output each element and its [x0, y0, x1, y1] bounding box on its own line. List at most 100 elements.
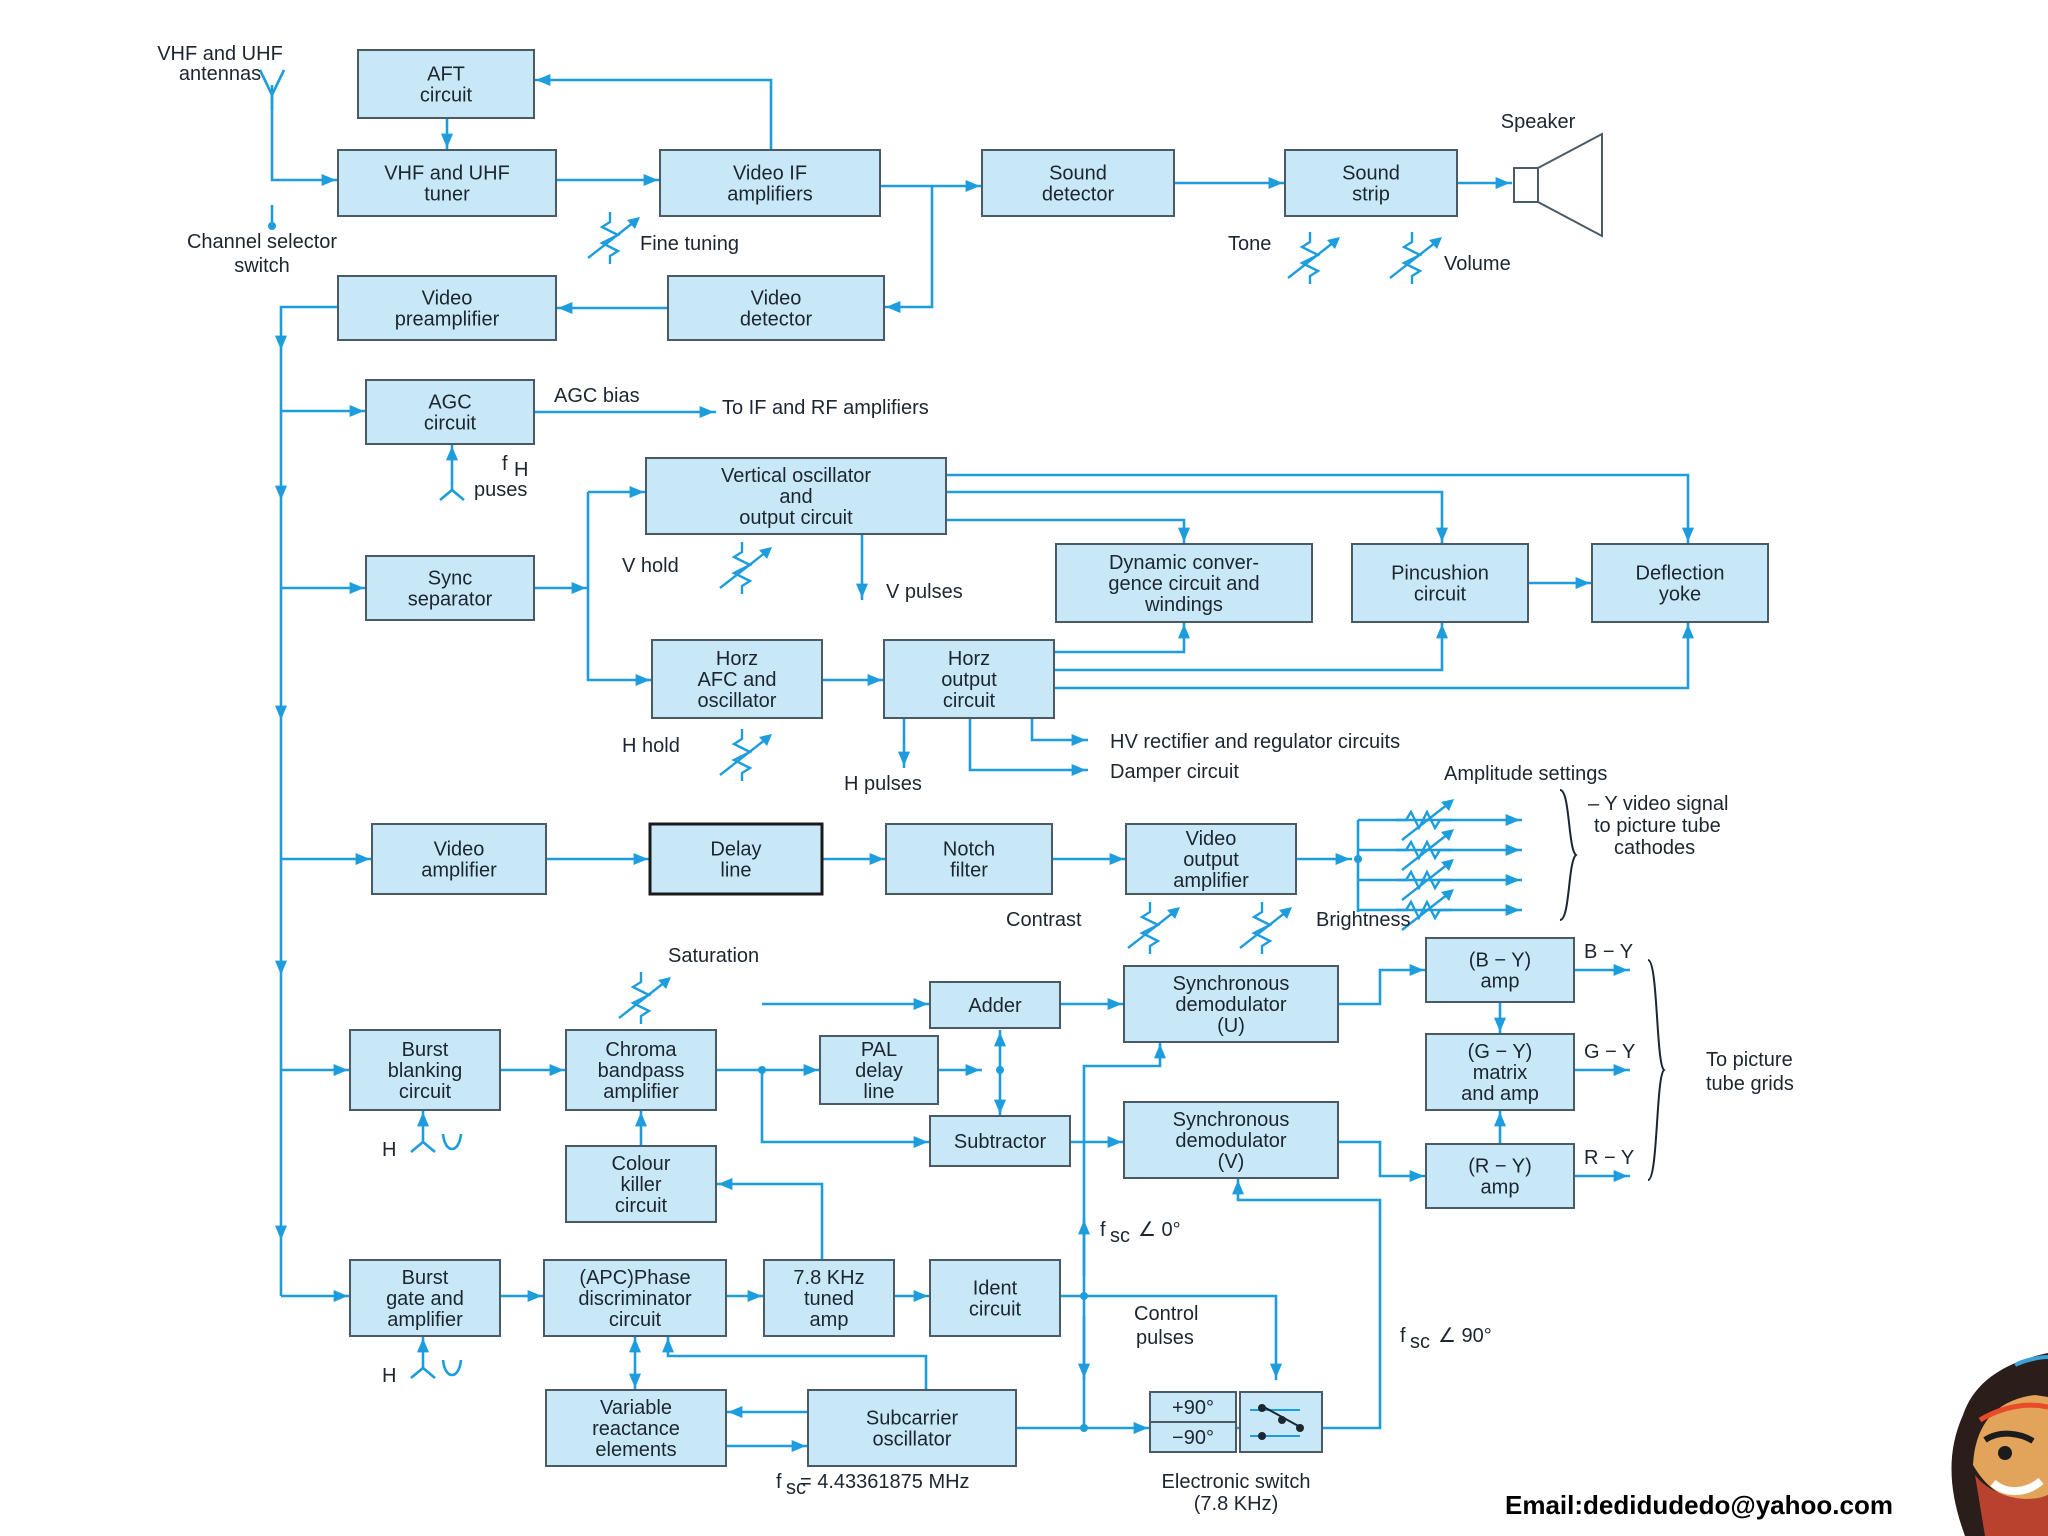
- signal-arrow: [1505, 904, 1520, 916]
- block-label: amplifier: [387, 1309, 463, 1331]
- signal-arrow: [1409, 1170, 1424, 1182]
- junction-dot: [1354, 855, 1362, 863]
- signal-arrow: [965, 180, 980, 192]
- signal-wire: [586, 492, 652, 682]
- block-label: gate and: [386, 1288, 464, 1310]
- signal-arrow: [1494, 1017, 1506, 1032]
- block-label: killer: [620, 1174, 661, 1196]
- label-fsc90_sub: sc: [1410, 1331, 1430, 1353]
- label-to_grids-1: tube grids: [1706, 1073, 1794, 1095]
- block-label: circuit: [943, 690, 996, 712]
- signal-arrow: [869, 853, 884, 865]
- signal-arrow: [1613, 1170, 1628, 1182]
- block-label: circuit: [615, 1195, 668, 1217]
- signal-arrow: [275, 1225, 287, 1240]
- label-h_hold: H hold: [622, 735, 680, 757]
- block-label: AFC and: [698, 669, 777, 691]
- block-label: bandpass: [598, 1060, 685, 1082]
- contrast-pot: [1127, 902, 1180, 954]
- label-v_hold: V hold: [622, 555, 679, 577]
- signal-arrow: [629, 1373, 641, 1388]
- signal-wire: [1054, 622, 1444, 672]
- signal-arrow: [558, 302, 573, 314]
- label-h_pulses: H pulses: [844, 773, 922, 795]
- electronic-switch: [1239, 1391, 1323, 1453]
- signal-wire: [968, 718, 1088, 772]
- signal-arrow: [791, 1440, 806, 1452]
- block-label: detector: [740, 309, 813, 331]
- block-label: Adder: [968, 995, 1022, 1017]
- signal-wire: [666, 1336, 928, 1390]
- signal-arrow: [275, 960, 287, 975]
- block-label: circuit: [1414, 584, 1467, 606]
- block-label: filter: [950, 860, 988, 882]
- signal-arrow: [1495, 177, 1510, 189]
- fine-tuning-pot: [587, 212, 640, 264]
- signal-arrow: [965, 1064, 980, 1076]
- antenna-icon: [258, 69, 286, 110]
- signal-arrow: [441, 133, 453, 148]
- signal-wire: [1084, 1294, 1278, 1380]
- amplitude-pot-4: [1396, 889, 1454, 931]
- block-label: Delay: [710, 839, 761, 861]
- label-contrast: Contrast: [1006, 909, 1082, 931]
- signal-arrow: [629, 1338, 641, 1353]
- label-electronic_switch-0: Electronic switch: [1162, 1471, 1311, 1493]
- block-label: (G − Y): [1468, 1041, 1533, 1063]
- block-label: 7.8 KHz: [793, 1267, 864, 1289]
- signal-wire: [884, 186, 934, 309]
- h-hold-pot: [719, 729, 772, 781]
- h-pulse-symbol-2: [410, 1336, 463, 1379]
- label-g_y: G − Y: [1584, 1041, 1635, 1063]
- block-label: (R − Y): [1468, 1156, 1532, 1178]
- block-label: amplifiers: [727, 184, 813, 206]
- tone-pot: [1287, 232, 1340, 284]
- block-label: (V): [1218, 1151, 1245, 1173]
- block-label: Horz: [716, 648, 758, 670]
- label-fsc_value_sub: sc: [786, 1477, 806, 1499]
- signal-wire: [946, 473, 1690, 544]
- block-label: discriminator: [578, 1288, 692, 1310]
- signal-arrow: [886, 301, 901, 313]
- signal-arrow: [1335, 853, 1350, 865]
- label-amplitude_settings: Amplitude settings: [1444, 763, 1607, 785]
- block-label: line: [863, 1081, 894, 1103]
- label-to_if_rf: To IF and RF amplifiers: [722, 397, 929, 419]
- block-sw-minus: −90°: [1149, 1421, 1237, 1453]
- signal-arrow: [527, 1290, 542, 1302]
- signal-arrow: [994, 1099, 1006, 1114]
- signal-arrow: [1613, 1064, 1628, 1076]
- block-label: reactance: [592, 1418, 680, 1440]
- signal-arrow: [1436, 527, 1448, 542]
- label-h2: H: [382, 1365, 396, 1387]
- amplitude-pot-3: [1396, 859, 1454, 901]
- signal-arrow: [1682, 624, 1694, 639]
- signal-arrow: [1682, 527, 1694, 542]
- signal-arrow: [1270, 1363, 1282, 1378]
- block-label: Horz: [948, 648, 990, 670]
- block-label: circuit: [609, 1309, 662, 1331]
- block-label: Sound: [1049, 163, 1107, 185]
- amplitude-pot-2: [1396, 829, 1454, 871]
- signal-wire: [760, 1070, 930, 1144]
- block-label: delay: [855, 1060, 903, 1082]
- signal-wire: [1236, 1178, 1382, 1430]
- signal-wire: [1054, 622, 1186, 654]
- signal-arrow: [275, 485, 287, 500]
- signal-arrow: [549, 1064, 564, 1076]
- label-b_y: B − Y: [1584, 941, 1633, 963]
- block-label: AFT: [427, 64, 465, 86]
- label-agc_bias: AGC bias: [554, 385, 640, 407]
- label-tone: Tone: [1228, 233, 1271, 255]
- label-fsc_value_text: = 4.43361875 MHz: [800, 1471, 970, 1493]
- signal-wire: [534, 78, 773, 150]
- block-label: amp: [1481, 1177, 1520, 1199]
